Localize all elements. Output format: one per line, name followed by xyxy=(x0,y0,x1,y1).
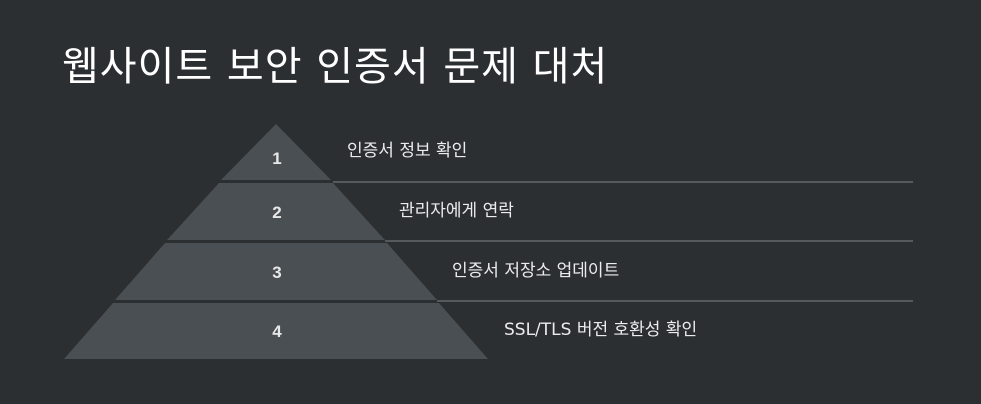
pyramid-tier-1 xyxy=(221,124,331,180)
tier-number-3: 3 xyxy=(272,263,281,282)
level-label-3: 인증서 저장소 업데이트 xyxy=(452,261,620,281)
level-label-1: 인증서 정보 확인 xyxy=(347,141,468,161)
tier-number-2: 2 xyxy=(272,203,281,222)
pyramid-tier-4 xyxy=(64,303,488,359)
tier-number-1: 1 xyxy=(272,149,281,168)
level-label-2: 관리자에게 연락 xyxy=(399,201,514,221)
pyramid-tier-3 xyxy=(115,243,437,300)
level-label-4: SSL/TLS 버전 호환성 확인 xyxy=(504,320,698,340)
pyramid-tier-2 xyxy=(167,183,385,240)
diagram-title: 웹사이트 보안 인증서 문제 대처 xyxy=(62,44,609,90)
tier-number-4: 4 xyxy=(272,322,282,341)
